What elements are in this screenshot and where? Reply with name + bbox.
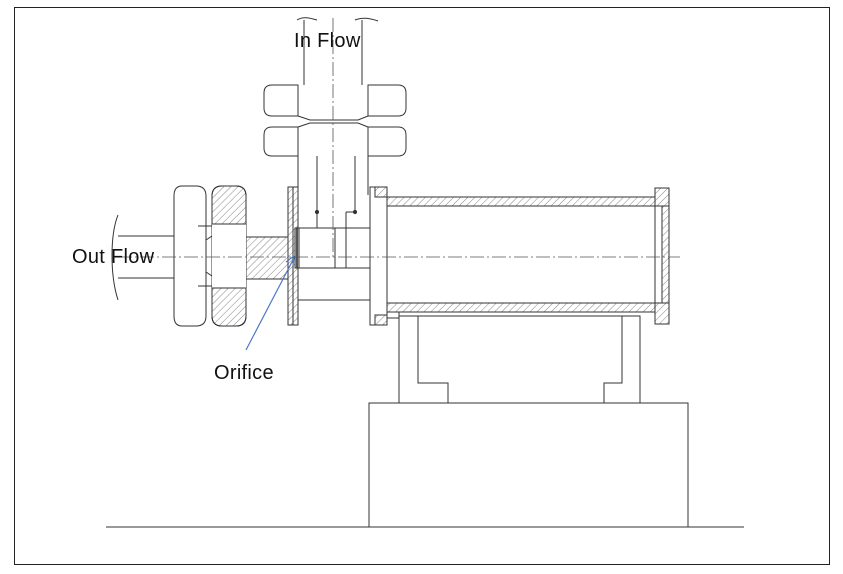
in-flow-label: In Flow — [294, 30, 361, 52]
orifice-leader-arrow — [245, 255, 295, 351]
base-block — [368, 402, 689, 528]
tee-body — [297, 195, 371, 301]
tee-right-flange — [369, 186, 388, 326]
centerline — [118, 18, 680, 260]
in-flow-pipe — [263, 17, 407, 215]
main-cylinder — [386, 187, 670, 325]
orifice-label: Orifice — [214, 362, 274, 384]
out-flow-label: Out Flow — [72, 246, 155, 268]
out-flow-pipe — [111, 185, 289, 327]
drawing-frame — [14, 7, 830, 565]
support-stand — [398, 315, 641, 403]
orifice-plate — [294, 227, 300, 269]
